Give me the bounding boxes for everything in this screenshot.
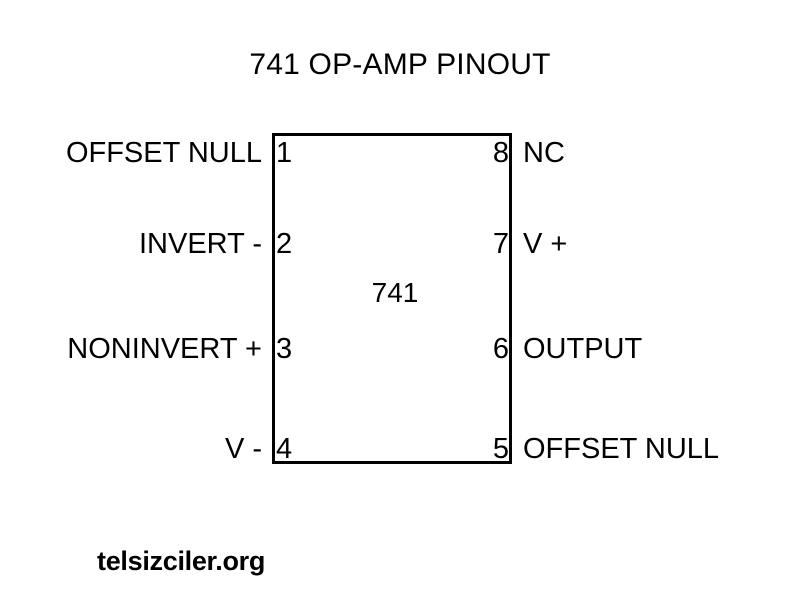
pin-1-function-label: OFFSET NULL — [65, 136, 262, 169]
pin-6-number: 6 — [492, 332, 509, 365]
pin-row: NONINVERT + 3 6 OUTPUT — [0, 331, 800, 367]
pin-3-number: 3 — [276, 332, 293, 365]
pin-8-number: 8 — [492, 136, 509, 169]
pin-7-function-label: V + — [523, 227, 568, 260]
page-title: 741 OP-AMP PINOUT — [249, 48, 551, 81]
pin-4-number: 4 — [276, 432, 293, 465]
pin-5-function-label: OFFSET NULL — [523, 432, 720, 465]
pin-row: V - 4 5 OFFSET NULL — [0, 431, 800, 467]
pin-2-function-label: INVERT - — [138, 227, 262, 260]
pin-1-number: 1 — [276, 136, 293, 169]
pin-row: OFFSET NULL 1 8 NC — [0, 135, 800, 171]
pin-3-function-label: NONINVERT + — [67, 332, 262, 365]
watermark: telsizciler.org — [97, 546, 266, 576]
pin-2-number: 2 — [276, 227, 293, 260]
pin-6-function-label: OUTPUT — [523, 332, 643, 365]
pin-row: INVERT - 2 7 V + — [0, 226, 800, 262]
pin-8-function-label: NC — [523, 136, 565, 169]
chip-package-outline: 7 4 1 — [272, 133, 512, 464]
pin-7-number: 7 — [492, 227, 509, 260]
pin-4-function-label: V - — [224, 432, 262, 465]
pin-5-number: 5 — [492, 432, 509, 465]
chip-part-number-label: 741 — [371, 277, 419, 308]
